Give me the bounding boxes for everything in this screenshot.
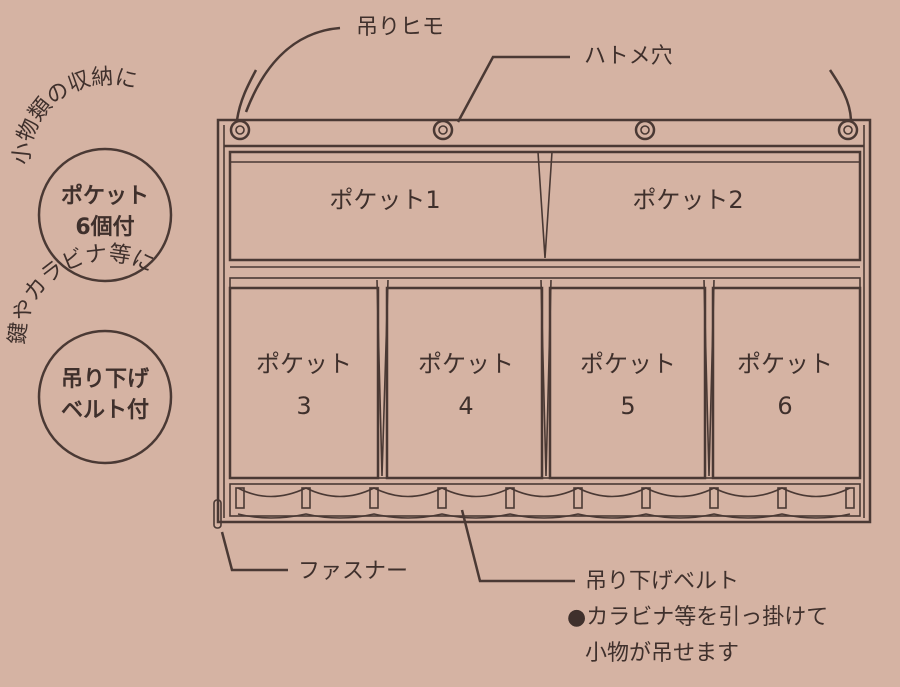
grommet-icon [432,119,454,141]
callout-line [220,531,288,572]
pocket-1-label: ポケット1 [329,186,440,214]
pocket-4-number: 4 [458,392,473,420]
badge-arc-text: 鍵やカラビナ等に [5,241,158,345]
callout-line [460,509,575,583]
hanging-string [828,69,853,121]
callout-line [244,26,341,113]
pocket-4-label: ポケット [418,350,514,378]
pocket-3-label: ポケット [256,350,352,378]
callout-zipper: ファスナー [298,559,408,584]
badge-line1: ポケット [61,183,149,209]
pocket-row-upper [228,150,862,262]
pocket-5-label: ポケット [580,350,676,378]
pocket-3-number: 3 [296,392,311,420]
badge-line2: ベルト付 [61,398,149,423]
pocket-5-number: 5 [620,392,635,420]
callout-hanging-string: 吊りヒモ [356,15,444,40]
badge-line2: 6個付 [75,215,134,240]
callout-grommet-hole: ハトメ穴 [584,44,673,69]
outer-frame [216,118,872,524]
badge-line1: 吊り下げ [61,367,150,392]
grommet-icon [634,119,656,141]
belt-note-line1: ●カラビナ等を引っ掛けて [567,605,828,630]
hanging-belt [229,483,861,519]
pocket-pleat [537,151,553,259]
pocket-2-label: ポケット2 [632,186,743,214]
hanging-string [235,69,258,121]
belt-note-line2: 小物が吊せます [585,641,739,666]
callout-hanging-belt: 吊り下げベルト [585,569,739,594]
badge-belt: 鍵やカラビナ等に 吊り下げ ベルト付 [5,241,173,465]
badge-circle [37,329,173,465]
organizer-body [213,69,872,529]
pocket-6-label: ポケット [737,350,833,378]
callout-line [456,55,570,123]
zipper-pull-icon [213,499,222,529]
pocket-6-number: 6 [777,392,792,420]
grommet-icon [229,119,251,141]
badge-circle [37,147,173,283]
grommet-icon [837,119,859,141]
